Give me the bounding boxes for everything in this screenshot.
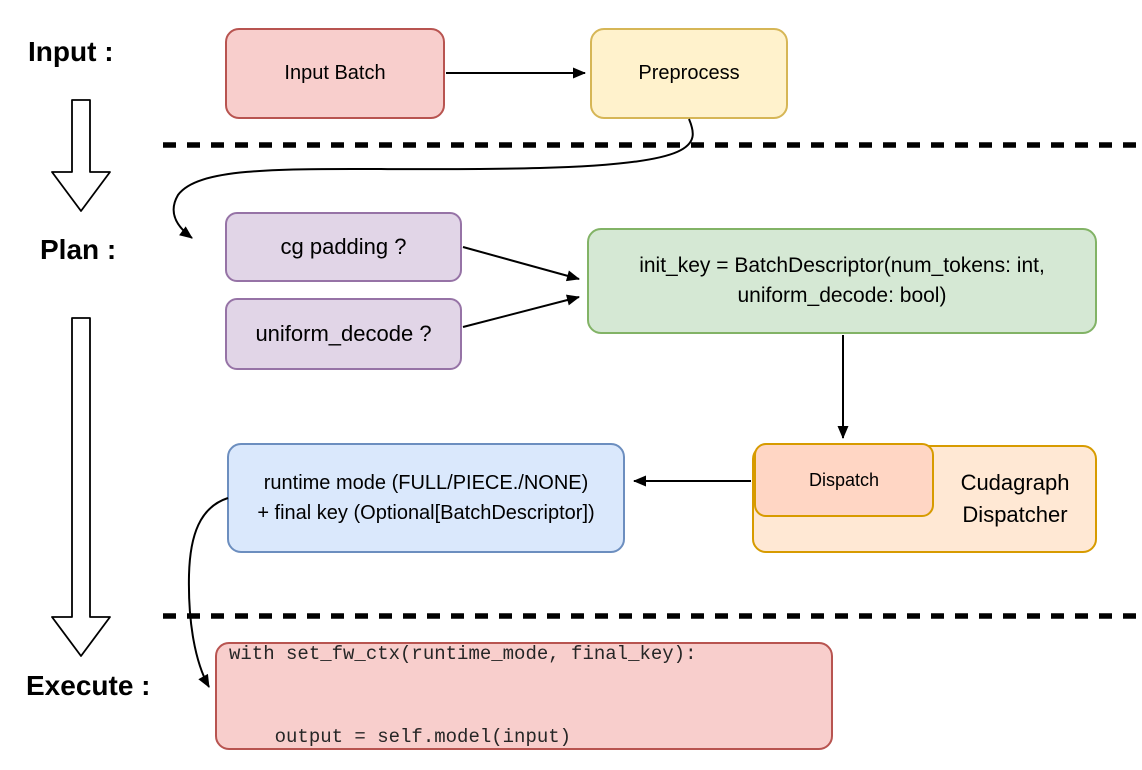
execute-code-line1: with set_fw_ctx(runtime_mode, final_key)…	[229, 642, 697, 665]
node-uniform-decode: uniform_decode ?	[225, 298, 462, 370]
arrow-uniformdecode-to-initkey	[462, 294, 580, 328]
stage-label-execute: Execute :	[26, 670, 151, 701]
runtime-mode-line2: + final key (Optional[BatchDescriptor])	[257, 502, 595, 524]
stage-label-input: Input :	[28, 36, 114, 67]
node-uniform-decode-label: uniform_decode ?	[255, 321, 432, 347]
stage-arrow-plan-to-execute	[51, 317, 111, 657]
node-cudagraph-dispatcher-label: Cudagraph Dispatcher	[933, 445, 1097, 553]
arrow-cgpadding-to-initkey	[462, 246, 580, 282]
node-cg-padding: cg padding ?	[225, 212, 462, 282]
stage-label-plan: Plan :	[40, 234, 117, 265]
stage-arrow-input-to-plan	[51, 99, 111, 212]
node-preprocess-label: Preprocess	[638, 62, 740, 84]
node-execute-code: with set_fw_ctx(runtime_mode, final_key)…	[215, 642, 833, 750]
node-init-key-line2: uniform_decode: bool)	[737, 284, 947, 307]
node-input-batch: Input Batch	[225, 28, 445, 119]
execute-code-line2: output = self.model(input)	[229, 725, 572, 748]
node-cg-padding-label: cg padding ?	[280, 234, 407, 260]
cudagraph-line1: Cudagraph	[960, 470, 1070, 495]
node-dispatch-label: Dispatch	[808, 469, 880, 490]
node-input-batch-label: Input Batch	[284, 62, 386, 84]
cudagraph-line2: Dispatcher	[962, 502, 1068, 527]
node-init-key: init_key = BatchDescriptor(num_tokens: i…	[587, 228, 1097, 334]
node-runtime-mode: runtime mode (FULL/PIECE./NONE) + final …	[227, 443, 625, 553]
node-init-key-line1: init_key = BatchDescriptor(num_tokens: i…	[639, 254, 1045, 277]
node-dispatch: Dispatch	[754, 443, 934, 517]
node-preprocess: Preprocess	[590, 28, 788, 119]
runtime-mode-line1: runtime mode (FULL/PIECE./NONE)	[263, 472, 589, 494]
